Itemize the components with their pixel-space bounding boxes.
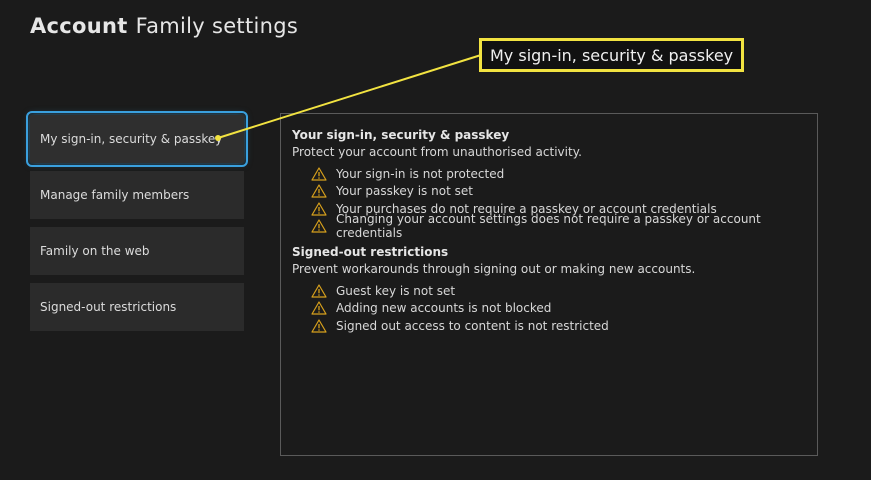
settings-nav: My sign-in, security & passkey Manage fa… <box>26 111 248 339</box>
warning-triangle-icon <box>311 301 327 315</box>
nav-item-label: Signed-out restrictions <box>40 300 177 314</box>
section-sign-in-security: Your sign-in, security & passkey Protect… <box>292 128 806 240</box>
page-title: Account Family settings <box>30 14 298 38</box>
section-title: Your sign-in, security & passkey <box>292 128 510 142</box>
nav-item-signed-out-restrictions[interactable]: Signed-out restrictions <box>30 283 244 331</box>
section-title: Signed-out restrictions <box>292 245 449 259</box>
warning-triangle-icon <box>311 319 327 333</box>
nav-item-manage-family-members[interactable]: Manage family members <box>30 171 244 219</box>
warning-list: Your sign-in is not protected Your passk… <box>292 165 806 240</box>
nav-item-label: Manage family members <box>40 188 190 202</box>
warning-triangle-icon <box>311 184 327 198</box>
warning-item: Guest key is not set <box>292 282 806 300</box>
warning-triangle-icon <box>311 284 327 298</box>
warning-item: Adding new accounts is not blocked <box>292 300 806 318</box>
warning-text: Your passkey is not set <box>336 184 473 199</box>
nav-item-label: Family on the web <box>40 244 150 258</box>
warning-text: Your purchases do not require a passkey … <box>336 201 717 216</box>
warning-triangle-icon <box>311 219 327 233</box>
warning-text: Your sign-in is not protected <box>336 166 505 181</box>
warning-text: Guest key is not set <box>336 283 456 298</box>
nav-item-sign-in-security-passkey[interactable]: My sign-in, security & passkey <box>26 111 248 167</box>
warning-item: Your passkey is not set <box>292 183 806 201</box>
section-signed-out-restrictions: Signed-out restrictions Prevent workarou… <box>292 245 806 335</box>
callout-label: My sign-in, security & passkey <box>479 38 745 72</box>
page-title-family-settings: Family settings <box>135 14 299 38</box>
warning-triangle-icon <box>311 167 327 181</box>
warning-item: Changing your account settings does not … <box>292 212 806 240</box>
warning-triangle-icon <box>311 202 327 216</box>
details-panel: Your sign-in, security & passkey Protect… <box>280 113 818 456</box>
section-subtitle: Prevent workarounds through signing out … <box>292 262 696 276</box>
warning-list: Guest key is not set Adding new accounts… <box>292 282 806 335</box>
warning-text: Changing your account settings does not … <box>336 212 761 241</box>
warning-text: Signed out access to content is not rest… <box>336 318 609 333</box>
warning-text: Adding new accounts is not blocked <box>336 301 552 316</box>
warning-item: Signed out access to content is not rest… <box>292 317 806 335</box>
nav-item-family-on-the-web[interactable]: Family on the web <box>30 227 244 275</box>
section-subtitle: Protect your account from unauthorised a… <box>292 145 582 159</box>
page-title-account: Account <box>30 14 128 38</box>
warning-item: Your purchases do not require a passkey … <box>292 200 806 218</box>
nav-item-label: My sign-in, security & passkey <box>40 132 223 146</box>
warning-item: Your sign-in is not protected <box>292 165 806 183</box>
